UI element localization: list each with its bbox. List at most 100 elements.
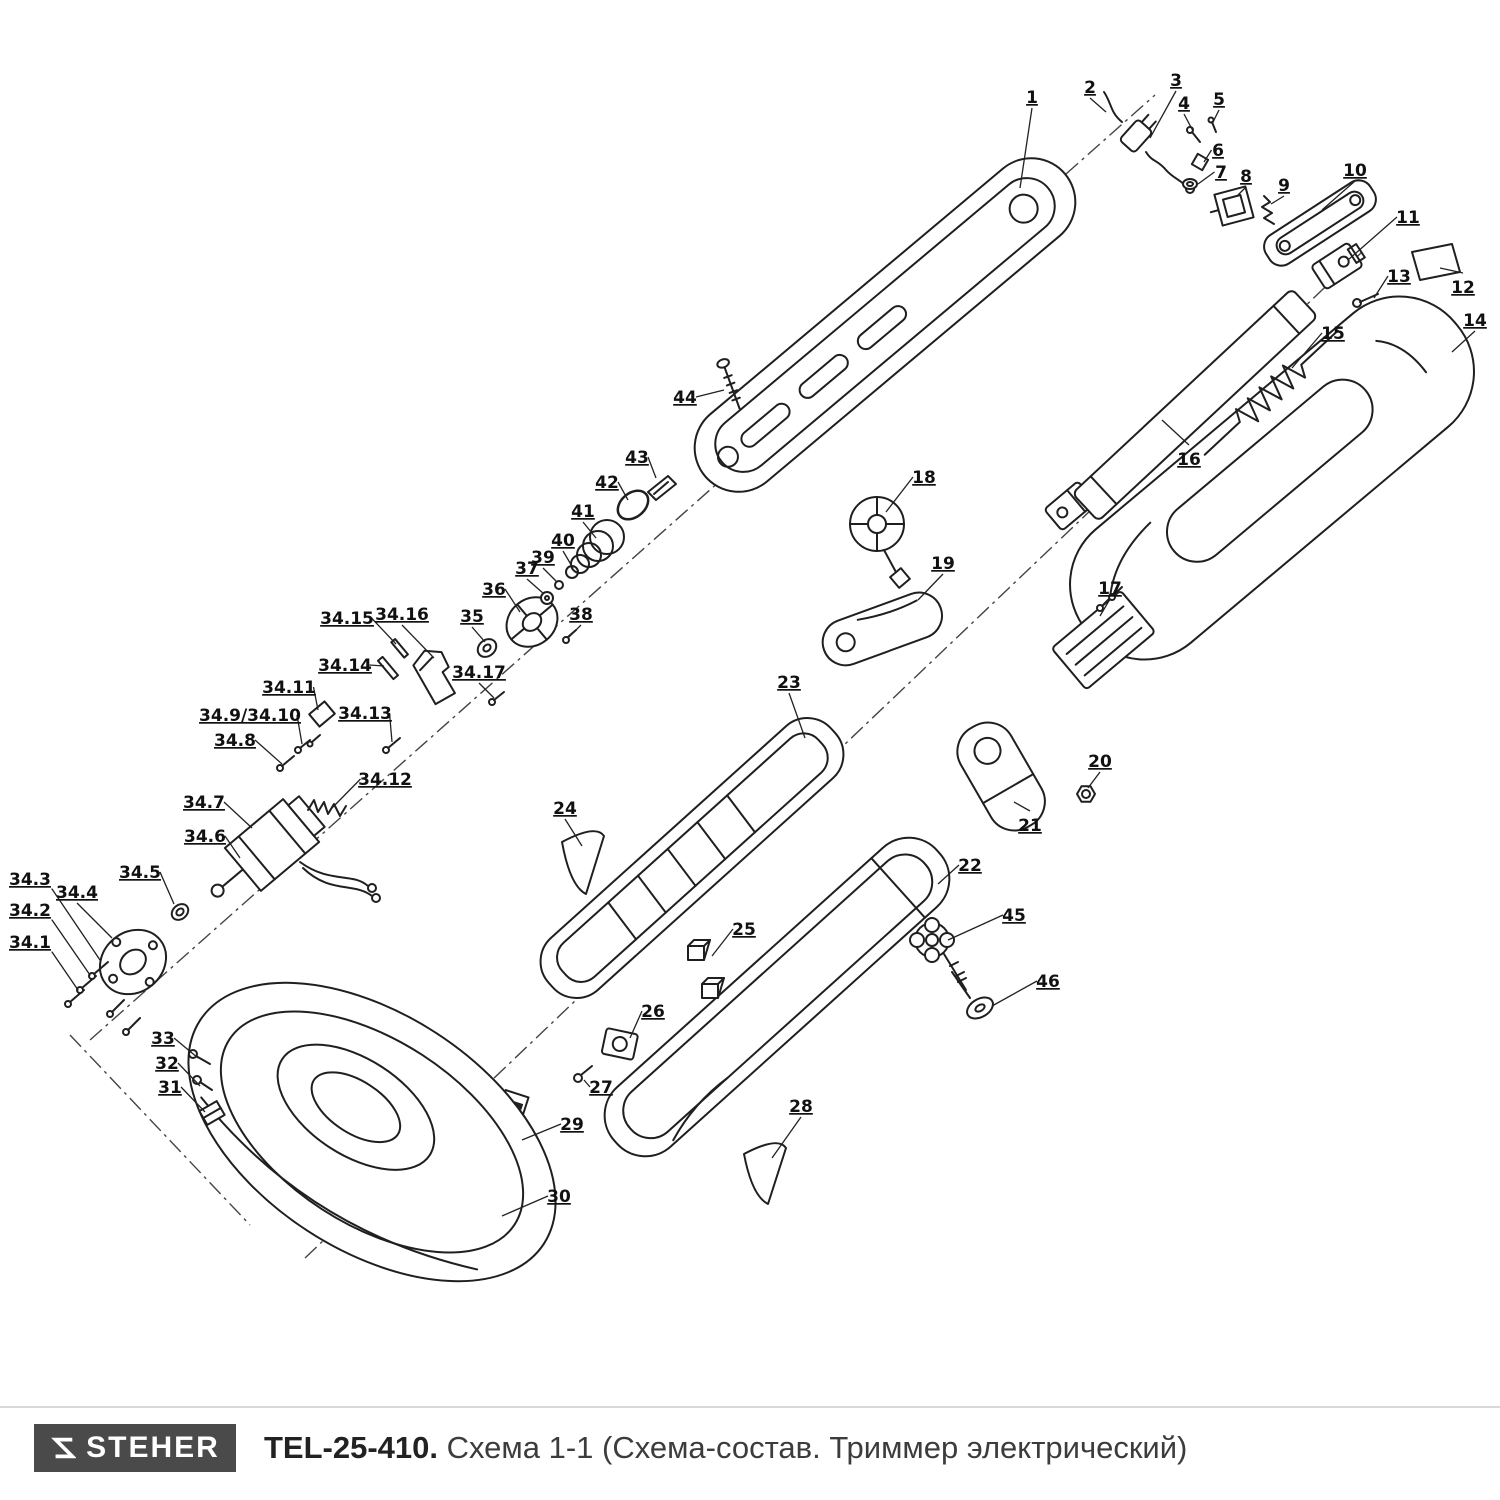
part-label: 23 bbox=[777, 673, 801, 693]
leader-line bbox=[947, 914, 1004, 941]
part-34-17-screw bbox=[488, 691, 505, 706]
part-label: 4 bbox=[1178, 94, 1190, 114]
part-label: 35 bbox=[460, 607, 484, 627]
part-label: 10 bbox=[1343, 161, 1367, 181]
part-34-6-7-motor bbox=[210, 795, 326, 898]
model-number: TEL-25-410. bbox=[264, 1430, 439, 1465]
leader-line bbox=[1451, 330, 1476, 353]
part-24-sticker bbox=[561, 830, 605, 895]
part-43-clip bbox=[647, 475, 677, 501]
leader-line bbox=[173, 1037, 199, 1059]
leader-line bbox=[991, 980, 1038, 1007]
part-label: 43 bbox=[625, 448, 649, 468]
leader-line bbox=[526, 578, 545, 595]
part-label: 22 bbox=[958, 856, 982, 876]
leader-line bbox=[76, 902, 113, 939]
leader-line bbox=[917, 573, 944, 601]
part-25-spacers bbox=[687, 939, 725, 999]
leader-line bbox=[583, 1079, 591, 1088]
part-label: 13 bbox=[1387, 267, 1411, 287]
leader-line bbox=[369, 664, 385, 667]
part-label: 26 bbox=[641, 1002, 665, 1022]
part-7-washer bbox=[1182, 178, 1198, 190]
leader-line bbox=[177, 1062, 201, 1087]
part-18-knob bbox=[849, 496, 911, 589]
scheme-name: Схема 1-1 (Схема-состав. Триммер электри… bbox=[446, 1430, 1188, 1465]
part-28-sticker bbox=[743, 1142, 787, 1205]
part-34-8-screw bbox=[276, 755, 295, 772]
leader-line bbox=[1161, 419, 1190, 446]
part-label: 41 bbox=[571, 502, 595, 522]
part-label: 5 bbox=[1213, 90, 1225, 110]
scheme-title: TEL-25-410. Схема 1-1 (Схема-состав. Три… bbox=[264, 1430, 1187, 1466]
leader-line bbox=[521, 1123, 562, 1141]
part-6-nut bbox=[1190, 152, 1210, 172]
part-34-1-3-bracket-lines bbox=[51, 888, 101, 991]
part-label: 18 bbox=[912, 468, 936, 488]
part-label: 34.9/34.10 bbox=[199, 706, 301, 726]
part-14-rear-handle bbox=[1069, 295, 1475, 661]
part-label: 30 bbox=[547, 1187, 571, 1207]
leader-line bbox=[312, 686, 319, 711]
part-label: 34.4 bbox=[56, 883, 98, 903]
part-label: 34.17 bbox=[452, 663, 506, 683]
part-12-plate bbox=[1411, 243, 1461, 281]
exploded-diagram: 1234567891011121314151617181920212223242… bbox=[9, 71, 1487, 1283]
part-label: 27 bbox=[589, 1078, 613, 1098]
part-34-13-screw bbox=[382, 737, 401, 754]
part-26-plate bbox=[600, 1027, 639, 1061]
leader-line bbox=[542, 567, 558, 583]
part-label: 37 bbox=[515, 559, 539, 579]
leader-line bbox=[296, 714, 303, 745]
part-16-shaft-tube bbox=[1073, 290, 1317, 520]
leader-line bbox=[224, 835, 241, 859]
part-label: 32 bbox=[155, 1054, 179, 1074]
part-label: 34.8 bbox=[214, 731, 256, 751]
leader-line bbox=[180, 1086, 206, 1113]
part-37-bushing bbox=[540, 591, 554, 605]
leader-line bbox=[582, 521, 597, 539]
part-19-bracket bbox=[821, 591, 943, 667]
leader-line bbox=[1013, 801, 1031, 812]
leader-line bbox=[617, 481, 629, 501]
part-17-sticker bbox=[1052, 591, 1155, 690]
part-label: 46 bbox=[1036, 972, 1060, 992]
leader-line bbox=[159, 871, 175, 905]
leader-line bbox=[501, 1195, 549, 1217]
part-45-knob bbox=[909, 917, 967, 991]
footer: STEHER TEL-25-410. Схема 1-1 (Схема-сост… bbox=[0, 1406, 1500, 1472]
part-20-nut bbox=[1076, 785, 1096, 803]
part-label: 24 bbox=[553, 799, 577, 819]
motor-wires bbox=[299, 861, 381, 903]
part-label: 34.3 bbox=[9, 870, 51, 890]
leader-line bbox=[1270, 195, 1285, 205]
part-label: 9 bbox=[1278, 176, 1290, 196]
part-label: 45 bbox=[1002, 906, 1026, 926]
part-23-mid-housing bbox=[539, 717, 845, 999]
leader-line bbox=[711, 928, 734, 957]
part-22-lower-housing bbox=[603, 836, 951, 1158]
leader-line bbox=[1347, 216, 1398, 261]
part-label: 20 bbox=[1088, 752, 1112, 772]
part-10-handle-bracket bbox=[1263, 179, 1377, 267]
part-34-14-pin bbox=[376, 655, 400, 681]
leader-line bbox=[1211, 109, 1220, 125]
part-label: 17 bbox=[1098, 579, 1122, 599]
part-34-5-ring bbox=[170, 903, 190, 921]
leader-line bbox=[647, 456, 657, 479]
leader-line bbox=[471, 626, 486, 643]
part-label: 34.5 bbox=[119, 863, 161, 883]
logo-text: STEHER bbox=[86, 1431, 220, 1464]
leader-line bbox=[1183, 113, 1194, 132]
part-36-spool bbox=[505, 596, 559, 648]
part-label: 38 bbox=[569, 605, 593, 625]
part-39-washer bbox=[554, 580, 564, 590]
part-label: 14 bbox=[1463, 311, 1487, 331]
leader-line bbox=[1439, 267, 1464, 274]
leader-line bbox=[1291, 332, 1323, 369]
leader-line bbox=[1089, 97, 1107, 113]
leader-line bbox=[629, 1010, 643, 1039]
leader-line bbox=[1099, 598, 1111, 617]
part-44-screw bbox=[716, 358, 741, 410]
leader-line bbox=[223, 801, 253, 829]
